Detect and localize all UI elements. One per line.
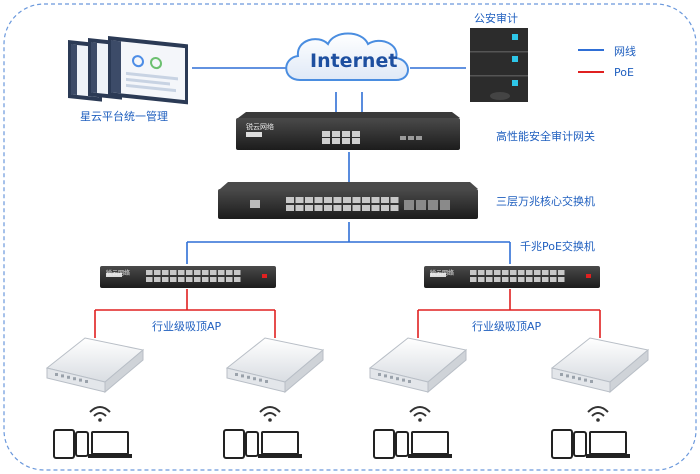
network-lines [186, 67, 511, 264]
client-devices-icon [373, 429, 452, 459]
internet-label: Internet [310, 50, 398, 72]
access-point-icon [45, 337, 145, 394]
poe-right-brand-label: 锐云网络 [430, 270, 455, 277]
client-devices-icon [223, 429, 302, 459]
wifi-icon [409, 406, 431, 422]
legend-poe-label: PoE [614, 66, 634, 79]
access-point-icon [368, 337, 468, 394]
gateway-label: 高性能安全审计网关 [496, 130, 595, 143]
wifi-icon [89, 406, 111, 422]
ap-left-label: 行业级吸顶AP [152, 320, 222, 333]
poe-lines [94, 289, 601, 338]
security-gateway-device [236, 112, 460, 150]
access-point-icon [225, 337, 325, 394]
poe-switch-left [100, 266, 276, 288]
poe-switch-right [424, 266, 600, 288]
wifi-icon [259, 406, 281, 422]
wifi-icon [587, 406, 609, 422]
legend-network-label: 网线 [614, 45, 636, 58]
ap-right-label: 行业级吸顶AP [472, 320, 542, 333]
core-switch-device [218, 182, 478, 219]
client-devices-icon [53, 429, 132, 459]
internet-cloud-icon [285, 32, 409, 81]
access-point-icon [550, 337, 650, 394]
audit-label: 公安审计 [474, 12, 518, 25]
audit-server-icon [470, 28, 528, 102]
core-switch-label: 三层万兆核心交换机 [496, 195, 595, 208]
poe-switch-label: 千兆PoE交换机 [520, 240, 595, 253]
client-devices-icon [551, 429, 630, 459]
outer-frame [3, 3, 697, 471]
gateway-brand-label: 锐云网络 [246, 123, 274, 131]
management-platform-screens [68, 36, 188, 105]
platform-label: 星云平台统一管理 [80, 110, 168, 123]
poe-left-brand-label: 锐云网络 [106, 270, 131, 277]
